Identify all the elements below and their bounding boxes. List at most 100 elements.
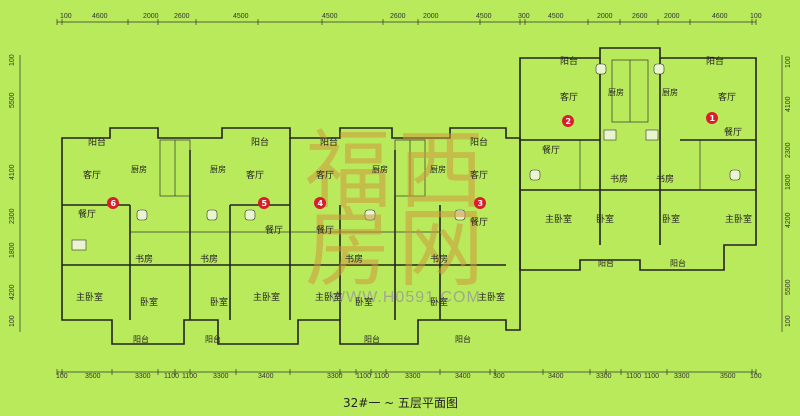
- dim-right-4: 4200: [785, 212, 792, 228]
- dim-bottom-7: 3300: [327, 373, 343, 380]
- dim-top-8: 4500: [476, 13, 492, 20]
- dim-bottom-4: 1100: [182, 373, 197, 380]
- dim-top-11: 2000: [597, 13, 613, 20]
- unit-1-kitchen: 厨房: [662, 87, 678, 97]
- watermark-char-2: 西: [398, 121, 484, 221]
- unit-5-balcony-bottom: 阳台: [205, 334, 221, 344]
- unit-6-bedroom: 卧室: [140, 296, 158, 308]
- dim-bottom-0: 100: [56, 373, 68, 380]
- dim-top-14: 4600: [712, 13, 728, 20]
- unit-4-living-room: 客厅: [316, 169, 334, 181]
- dim-right-1: 4100: [785, 96, 792, 112]
- dim-bottom-3: 1100: [164, 373, 179, 380]
- dim-top-15: 100: [750, 13, 762, 20]
- dim-bottom-10: 3300: [405, 373, 421, 380]
- dim-bottom-15: 1100: [626, 373, 641, 380]
- dim-right-2: 2300: [785, 142, 792, 158]
- dim-left-2: 4100: [9, 164, 16, 180]
- watermark-url: WWW.H0591.COM: [330, 289, 481, 306]
- dim-bottom-1: 3500: [85, 373, 101, 380]
- unit-1-balcony-bottom: 阳台: [670, 258, 686, 268]
- unit-3-study: 书房: [430, 253, 448, 265]
- unit-5: 阳台 客厅 厨房 餐厅 书房 主卧室 卧室 阳台 5: [200, 136, 283, 344]
- dim-left-6: 100: [9, 315, 16, 327]
- unit-1-dining-room: 餐厅: [724, 126, 742, 138]
- unit-4-study: 书房: [345, 253, 363, 265]
- dim-top-0: 100: [60, 13, 72, 20]
- dim-bottom-5: 3300: [213, 373, 229, 380]
- unit-6: 阳台 客厅 厨房 餐厅 书房 主卧室 卧室 阳台 6: [76, 136, 158, 344]
- unit-5-master-bedroom: 主卧室: [253, 291, 280, 303]
- unit-6-master-bedroom: 主卧室: [76, 291, 103, 303]
- unit-4-balcony-bottom: 阳台: [364, 334, 380, 344]
- dim-top-2: 2000: [143, 13, 159, 20]
- dim-bottom-12: 300: [493, 373, 505, 380]
- dim-left-4: 1800: [9, 242, 16, 258]
- unit-4-badge: [314, 197, 326, 209]
- dim-labels-left: 100 5500 4100 2300 1800 4200 100: [9, 54, 16, 327]
- watermark-char-4: 网: [398, 199, 484, 299]
- unit-3-balcony-bottom: 阳台: [455, 334, 471, 344]
- unit-6-balcony-bottom: 阳台: [133, 334, 149, 344]
- dim-labels-top: 100 4600 2000 2600 4500 4500 2600 2000 4…: [60, 13, 762, 20]
- unit-3-badge-number: 3: [478, 199, 484, 208]
- unit-3-balcony-top: 阳台: [470, 136, 488, 148]
- unit-4-dining-room: 餐厅: [316, 224, 334, 236]
- unit-2-bedroom: 卧室: [596, 213, 614, 225]
- unit-5-study: 书房: [200, 253, 218, 265]
- dim-left-3: 2300: [9, 208, 16, 224]
- dim-left-1: 5500: [9, 92, 16, 108]
- unit-5-living-room: 客厅: [246, 169, 264, 181]
- unit-2-balcony-bottom: 阳台: [598, 258, 614, 268]
- dim-top-9: 300: [518, 13, 530, 20]
- unit-3-living-room: 客厅: [470, 169, 488, 181]
- unit-2-living-room: 客厅: [560, 91, 578, 103]
- dim-bottom-9: 1100: [374, 373, 389, 380]
- unit-1-badge: [706, 112, 718, 124]
- dim-right-0: 100: [785, 56, 792, 68]
- dim-right-3: 1800: [785, 174, 792, 190]
- watermark-char-3: 房: [305, 199, 391, 299]
- unit-1-balcony-top: 阳台: [706, 55, 724, 67]
- dim-bottom-13: 3400: [548, 373, 564, 380]
- dim-bottom-18: 3500: [720, 373, 736, 380]
- unit-3-master-bedroom: 主卧室: [478, 291, 505, 303]
- dim-bottom-11: 3400: [455, 373, 471, 380]
- unit-1-study: 书房: [656, 173, 674, 185]
- unit-1-living-room: 客厅: [718, 91, 736, 103]
- dimension-lines: [19, 19, 783, 375]
- unit-3-dining-room: 餐厅: [470, 216, 488, 228]
- unit-1-bedroom: 卧室: [662, 213, 680, 225]
- unit-2-dining-room: 餐厅: [542, 144, 560, 156]
- dim-left-5: 4200: [9, 284, 16, 300]
- unit-2-study: 书房: [610, 173, 628, 185]
- unit-5-badge: [258, 197, 270, 209]
- dim-top-12: 2600: [632, 13, 648, 20]
- dim-right-6: 100: [785, 315, 792, 327]
- unit-5-bedroom: 卧室: [210, 296, 228, 308]
- unit-4-bedroom: 卧室: [355, 296, 373, 308]
- dim-bottom-17: 3300: [674, 373, 690, 380]
- unit-4: 阳台 客厅 厨房 餐厅 书房 主卧室 卧室 阳台 4: [314, 136, 388, 344]
- unit-6-living-room: 客厅: [83, 169, 101, 181]
- bathroom-fixtures: [71, 63, 741, 251]
- unit-3: 阳台 客厅 厨房 餐厅 书房 主卧室 卧室 阳台 3: [430, 136, 505, 344]
- dim-top-5: 4500: [322, 13, 338, 20]
- unit-2-badge-number: 2: [566, 117, 572, 126]
- dim-labels-right: 100 4100 2300 1800 4200 5500 100: [785, 56, 792, 327]
- unit-2-master-bedroom: 主卧室: [545, 213, 572, 225]
- unit-1-master-bedroom: 主卧室: [725, 213, 752, 225]
- unit-6-study: 书房: [135, 253, 153, 265]
- unit-3-badge: [474, 197, 486, 209]
- building-walls-right: [519, 47, 757, 271]
- dim-top-6: 2600: [390, 13, 406, 20]
- unit-2: 阳台 客厅 厨房 餐厅 书房 主卧室 卧室 阳台 2: [542, 55, 628, 268]
- unit-2-kitchen: 厨房: [608, 87, 624, 97]
- dim-labels-bottom: 100 3500 3300 1100 1100 3300 3400 3300 1…: [56, 373, 762, 380]
- dim-top-13: 2000: [664, 13, 680, 20]
- dim-top-1: 4600: [92, 13, 108, 20]
- unit-5-kitchen: 厨房: [210, 164, 226, 174]
- unit-1: 阳台 客厅 厨房 餐厅 书房 主卧室 卧室 阳台 1: [656, 55, 752, 268]
- dim-bottom-14: 3300: [596, 373, 612, 380]
- unit-1-badge-number: 1: [710, 114, 716, 123]
